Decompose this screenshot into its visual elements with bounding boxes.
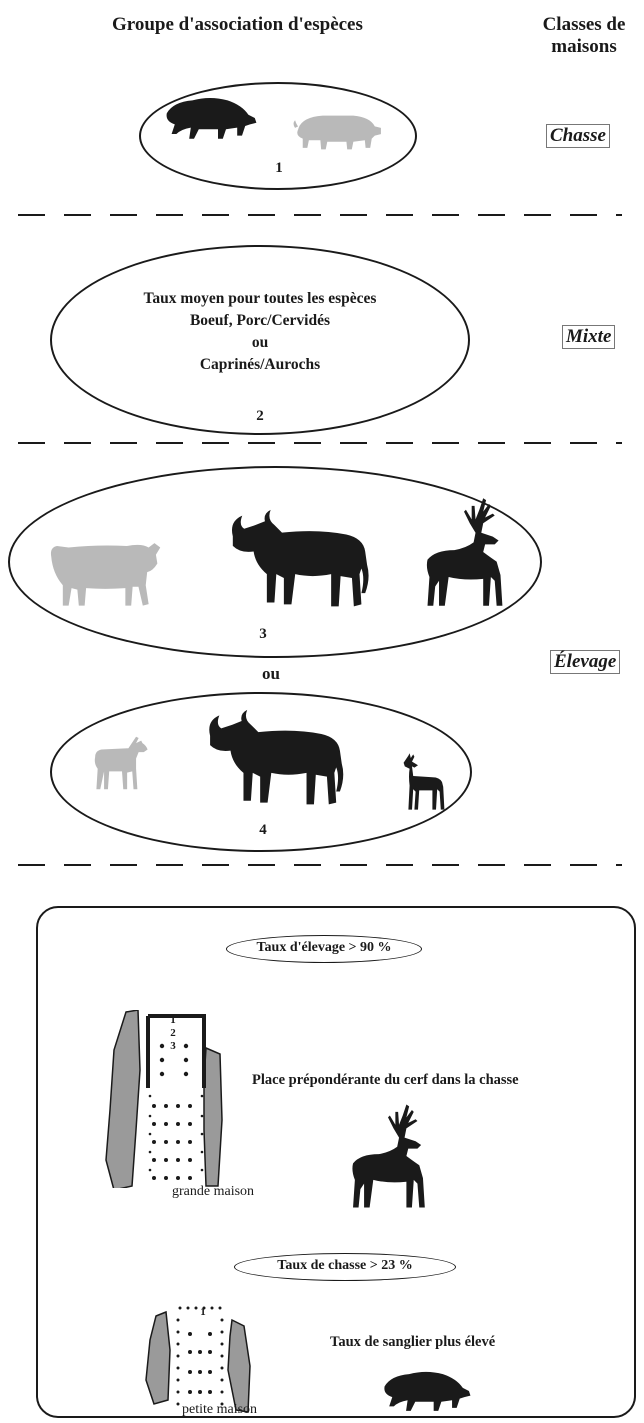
aurochs-icon	[216, 508, 382, 612]
or-connector: ou	[262, 664, 280, 683]
group-4-number: 4	[259, 822, 267, 838]
large-house-caption: grande maison	[172, 1184, 255, 1199]
column-title-house-classes: Classes de maisons	[524, 14, 644, 58]
house-types-panel	[36, 906, 636, 1418]
breeding-rate-badge: Taux d'élevage > 90 %	[226, 935, 422, 963]
small-house-unit-number: 1	[200, 1306, 206, 1318]
column-title-line-2: maisons	[551, 36, 617, 57]
section-divider	[18, 214, 622, 216]
class-chasse-label: Chasse	[546, 124, 610, 148]
deer-dominance-note: Place prépondérante du cerf dans la chas…	[252, 1072, 519, 1088]
group-2-line-1: Taux moyen pour toutes les espèces	[143, 290, 377, 307]
class-elevage-label: Élevage	[550, 650, 621, 674]
pig-icon	[290, 108, 386, 154]
class-mixte-label: Mixte	[562, 325, 616, 349]
unit-number: 1	[170, 1014, 176, 1026]
group-2-text: Taux moyen pour toutes les espèces Boeuf…	[60, 288, 460, 376]
unit-number: 2	[170, 1027, 176, 1039]
group-2-number: 2	[256, 408, 264, 424]
group-2-oval	[50, 245, 470, 435]
roe-deer-icon	[394, 752, 454, 812]
red-deer-icon	[342, 1100, 434, 1212]
large-house-plan	[105, 1010, 223, 1188]
unit-number: 3	[170, 1040, 176, 1052]
large-house-unit-numbers: 1 2 3	[166, 1014, 180, 1053]
boar-rate-note: Taux de sanglier plus élevé	[330, 1334, 496, 1350]
goat-icon	[90, 734, 154, 792]
group-2-line-3: ou	[251, 334, 269, 351]
cattle-icon	[34, 530, 176, 610]
group-3-number: 3	[259, 626, 267, 642]
group-1-number: 1	[275, 160, 283, 176]
wild-boar-icon	[378, 1368, 474, 1414]
group-3-oval	[8, 466, 542, 658]
group-4-oval	[50, 692, 472, 852]
column-title-line-1: Classes de	[542, 14, 626, 35]
wild-boar-icon	[160, 94, 260, 142]
aurochs-icon	[194, 708, 356, 810]
section-divider	[18, 864, 622, 866]
group-2-line-4: Caprinés/Aurochs	[199, 356, 321, 373]
section-divider	[18, 442, 622, 444]
group-2-line-2: Boeuf, Porc/Cervidés	[189, 312, 331, 329]
small-house-plan	[145, 1306, 251, 1413]
red-deer-icon	[416, 494, 512, 610]
group-1-oval	[139, 82, 417, 190]
small-house-caption: petite maison	[182, 1402, 258, 1417]
hunting-rate-badge: Taux de chasse > 23 %	[234, 1253, 456, 1281]
column-title-species-groups: Groupe d'association d'espèces	[112, 14, 363, 35]
